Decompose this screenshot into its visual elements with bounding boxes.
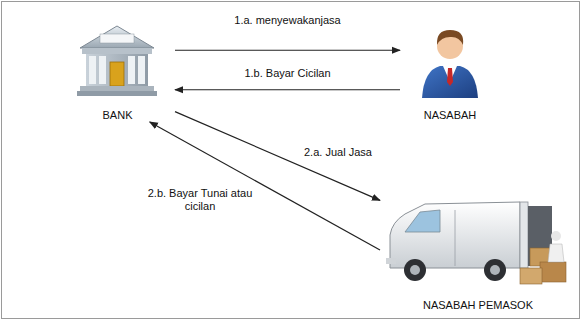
arrow-connector [175,89,400,90]
arrow-connector [175,50,400,51]
edge-label: 2.b. Bayar Tunai atau cicilan [142,187,258,213]
customer-node: NASABAH [400,18,500,122]
bank-node: BANK [60,18,175,122]
supplier-node: NASABAH PEMASOK [380,188,576,312]
node-label: NASABAH PEMASOK [423,299,533,312]
node-label: NASABAH [424,109,477,122]
edge-label: 1.a. menyewakanjasa [232,14,342,27]
node-label: BANK [103,109,133,122]
van-icon [386,202,566,284]
edge-label: 2.a. Jual Jasa [302,146,374,159]
bank-icon [77,26,157,96]
arrow-connector [150,122,380,250]
customer-icon [422,30,478,98]
edge-label: 1.b. Bayar Cicilan [242,67,332,80]
